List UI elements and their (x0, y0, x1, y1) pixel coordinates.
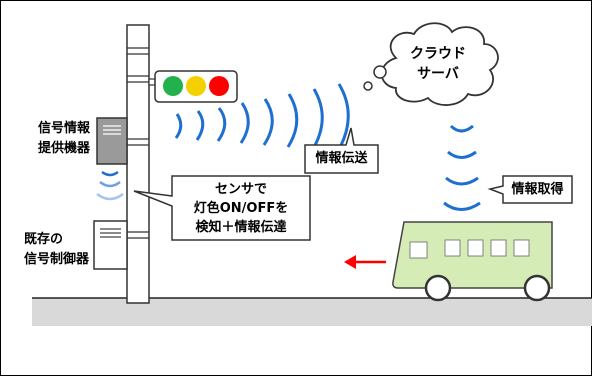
transmission-wave (239, 102, 250, 144)
yellow-lamp (186, 76, 206, 96)
signal-info-device (96, 117, 128, 165)
transmission-callout-bubble (304, 127, 379, 174)
cloud-label-line-1: クラウド (410, 46, 466, 62)
bus-window (513, 239, 530, 257)
controller-label-line-2: 信号制御器 (24, 252, 90, 267)
bus-window (467, 239, 484, 257)
bus-window (490, 239, 507, 257)
ground (32, 298, 592, 326)
green-lamp (163, 76, 183, 96)
cloud-server-label: クラウド サーバ (404, 44, 472, 84)
acquisition-wave (443, 201, 481, 211)
red-lamp (209, 76, 229, 96)
sensor-wave (101, 170, 119, 177)
sensor-text-line-2: 灯色ON/OFFを (193, 201, 289, 216)
acquisition-wave (447, 150, 477, 159)
sensor-callout-bubble (133, 175, 311, 241)
sensor-text-line-3: 検知＋情報伝達 (195, 220, 287, 235)
transmission-wave (174, 113, 183, 139)
cloud-tail (373, 65, 387, 79)
cloud-label-line-2: サーバ (417, 66, 459, 82)
transmission-wave (216, 107, 227, 142)
direction-arrow-head (344, 255, 356, 269)
sensor-callout-text: センサで 灯色ON/OFFを 検知＋情報伝達 (178, 180, 304, 237)
acquisition-wave (445, 176, 479, 186)
bus-window (409, 241, 428, 259)
sensor-wave (96, 192, 124, 201)
bus-wheel (523, 274, 551, 302)
bus-wheel (424, 274, 452, 302)
signal-controller (93, 220, 128, 270)
device-label-line-1: 信号情報 (38, 121, 91, 136)
transmission-label: 情報伝送 (315, 151, 368, 166)
bus-window (444, 239, 461, 257)
sensor-text-line-1: センサで (214, 182, 267, 197)
acquisition-callout-bubble (487, 175, 573, 204)
transmission-wave (286, 93, 299, 148)
acquisition-wave (449, 124, 474, 133)
signal-info-device-label: 信号情報 提供機器 (38, 119, 90, 159)
traffic-light-arm (148, 78, 156, 86)
transmission-wave (195, 110, 205, 141)
transmission-wave (262, 98, 274, 146)
sensor-wave (99, 180, 121, 188)
pole (126, 24, 150, 304)
cloud-tail (363, 81, 373, 91)
cloud-shape (380, 22, 499, 106)
device-label-line-2: 提供機器 (38, 141, 91, 156)
transmission-wave (311, 88, 324, 150)
signal-controller-label: 既存の 信号制御器 (24, 230, 89, 270)
controller-label-line-1: 既存の (24, 232, 64, 247)
acquisition-label: 情報取得 (511, 182, 564, 197)
